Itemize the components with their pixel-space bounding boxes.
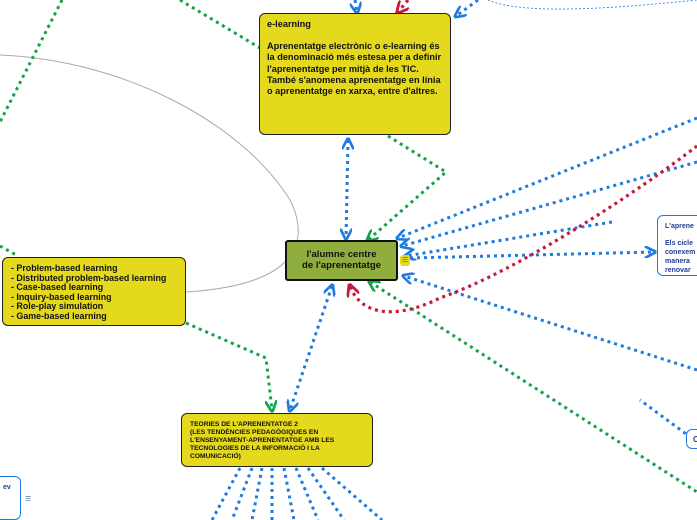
methods-item: - Inquiry-based learning <box>11 291 112 302</box>
blue-dotted-connector-central-to-right-box <box>409 252 654 260</box>
blue-thin-dotted-top-curve <box>487 0 697 10</box>
green-dotted-connector-left-diagonal <box>0 0 64 123</box>
grey-curve-connector <box>0 54 299 293</box>
node-left-partial-menu-icon[interactable]: ≡ <box>25 493 32 505</box>
blue-dotted-connector-elearning-central <box>346 140 348 238</box>
node-elearning-title: e-learning <box>267 19 311 29</box>
blue-dotted-connector-right-5 <box>639 398 697 444</box>
green-dotted-connector-methods-to-teories <box>185 321 272 410</box>
green-dotted-connector-top-to-elearning <box>179 0 261 50</box>
node-right-partial[interactable]: L'aprene Els cicle conexem manera renova… <box>657 215 697 276</box>
red-dotted-connector-right-to-central <box>350 144 697 314</box>
node-elearning[interactable]: e-learning Aprenentatge electrònic o e-l… <box>259 13 451 135</box>
blue-dotted-connector-right-4 <box>404 276 697 372</box>
node-right-small[interactable]: C <box>686 429 697 449</box>
node-left-partial[interactable]: ev <box>0 476 21 520</box>
node-central[interactable]: l'alumne centre de l'aprenentatge <box>285 240 398 281</box>
methods-item: - Distributed problem-based learning <box>11 272 167 283</box>
node-elearning-body: Aprenentatge electrònic o e-learning és … <box>267 41 442 97</box>
green-dotted-connector-left-to-methods <box>0 244 19 258</box>
blue-dotted-connector-top-left <box>355 0 357 12</box>
blue-dotted-connector-right-2 <box>402 160 697 246</box>
node-central-label: l'alumne centre de l'aprenentatge <box>301 249 382 271</box>
node-central-menu-icon[interactable]: ≡ <box>400 254 411 266</box>
node-teories[interactable]: TEORIES DE L'APRENENTATGE 2 (LES TENDÈNC… <box>181 413 373 467</box>
methods-item: - Case-based learning <box>11 282 104 293</box>
red-dotted-connector-top <box>398 0 408 12</box>
right-partial-line: Els cicle <box>665 240 694 247</box>
blue-dotted-fan-below-teories <box>210 466 383 520</box>
node-teories-label: TEORIES DE L'APRENENTATGE 2 (LES TENDÈNC… <box>190 421 335 460</box>
green-dotted-connector-elearning-to-central <box>368 134 449 240</box>
methods-item: - Game-based learning <box>11 310 107 321</box>
node-left-partial-label: ev <box>3 484 11 491</box>
right-partial-line: L'aprene <box>665 223 694 230</box>
blue-dotted-connector-top-right <box>456 0 479 16</box>
node-right-small-label: C <box>693 435 697 444</box>
right-partial-line: manera <box>665 258 690 265</box>
right-partial-line: conexem <box>665 249 696 256</box>
green-dotted-connector-central-to-bottom-right <box>370 282 697 494</box>
blue-dotted-connector-right-1 <box>398 116 697 238</box>
right-partial-line: renovar <box>665 267 691 274</box>
node-methods-list[interactable]: - Problem-based learning - Distributed p… <box>2 257 186 326</box>
blue-dotted-connector-central-teories <box>290 286 332 410</box>
methods-item: - Problem-based learning <box>11 263 118 273</box>
methods-item: - Role-play simulation <box>11 301 104 312</box>
